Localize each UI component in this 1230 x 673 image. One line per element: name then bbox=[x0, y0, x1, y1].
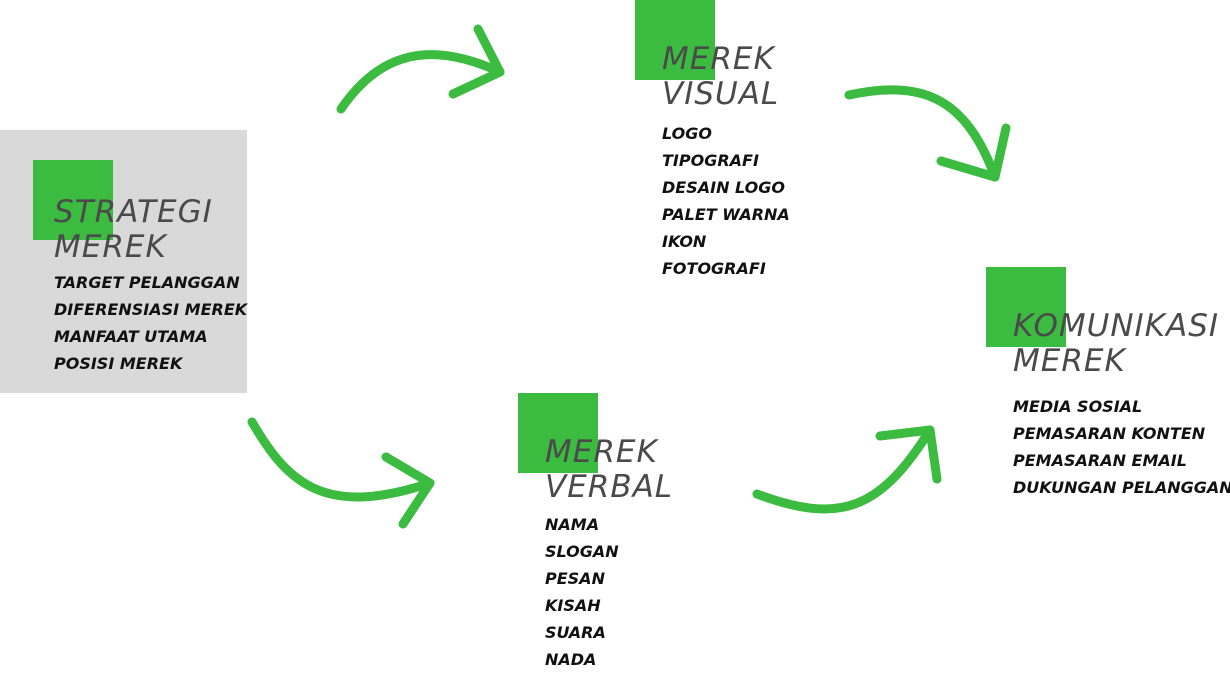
merek-visual-title-line2: VISUAL bbox=[662, 76, 780, 112]
komunikasi-merek-accent-square bbox=[986, 267, 1066, 347]
komunikasi-merek-title: KOMUNIKASI MEREK bbox=[1013, 309, 1230, 379]
merek-verbal-list: NAMA SLOGAN PESAN KISAH SUARA NADA bbox=[545, 511, 673, 673]
komunikasi-merek-list: MEDIA SOSIAL PEMASARAN KONTEN PEMASARAN … bbox=[1013, 393, 1230, 501]
list-item: FOTOGRAFI bbox=[662, 259, 766, 278]
komunikasi-merek-title-line1: KOMUNIKASI bbox=[1013, 308, 1220, 344]
list-item: PEMASARAN EMAIL bbox=[1013, 451, 1187, 470]
merek-visual-title-line1: MEREK bbox=[662, 41, 775, 77]
arrow-strategi-to-verbal-icon bbox=[247, 417, 435, 529]
list-item: DIFERENSIASI MEREK bbox=[54, 300, 248, 319]
list-item: DESAIN LOGO bbox=[662, 178, 785, 197]
list-item: PALET WARNA bbox=[662, 205, 790, 224]
list-item: IKON bbox=[662, 232, 707, 251]
arrow-verbal-to-komunikasi-icon bbox=[752, 425, 942, 514]
list-item: PESAN bbox=[545, 569, 605, 588]
list-item: DUKUNGAN PELANGGAN bbox=[1013, 478, 1230, 497]
strategi-merek-title-line1: STRATEGI bbox=[54, 194, 213, 230]
merek-verbal-title-line2: VERBAL bbox=[545, 469, 674, 505]
strategi-merek-accent-square bbox=[33, 160, 113, 240]
merek-verbal-title: MEREK VERBAL bbox=[545, 435, 673, 505]
merek-visual-title: MEREK VISUAL bbox=[662, 42, 790, 112]
strategi-merek-title: STRATEGI MEREK bbox=[54, 195, 247, 265]
strategi-merek-list: TARGET PELANGGAN DIFERENSIASI MEREK MANF… bbox=[54, 269, 247, 377]
komunikasi-merek-node: KOMUNIKASI MEREK MEDIA SOSIAL PEMASARAN … bbox=[1013, 309, 1230, 501]
list-item: TIPOGRAFI bbox=[662, 151, 759, 170]
list-item: MEDIA SOSIAL bbox=[1013, 397, 1143, 416]
merek-verbal-node: MEREK VERBAL NAMA SLOGAN PESAN KISAH SUA… bbox=[545, 435, 673, 673]
list-item: TARGET PELANGGAN bbox=[54, 273, 240, 292]
list-item: LOGO bbox=[662, 124, 712, 143]
list-item: PEMASARAN KONTEN bbox=[1013, 424, 1206, 443]
komunikasi-merek-title-line2: MEREK bbox=[1013, 343, 1126, 379]
arrow-strategi-to-visual-icon bbox=[336, 24, 505, 114]
merek-visual-accent-square bbox=[635, 0, 715, 80]
merek-verbal-accent-square bbox=[518, 393, 598, 473]
arrow-visual-to-komunikasi-icon bbox=[844, 85, 1011, 182]
list-item: NADA bbox=[545, 650, 597, 669]
merek-visual-list: LOGO TIPOGRAFI DESAIN LOGO PALET WARNA I… bbox=[662, 120, 790, 282]
list-item: KISAH bbox=[545, 596, 601, 615]
strategi-merek-node: STRATEGI MEREK TARGET PELANGGAN DIFERENS… bbox=[54, 195, 247, 377]
list-item: POSISI MEREK bbox=[54, 354, 183, 373]
list-item: SLOGAN bbox=[545, 542, 619, 561]
list-item: MANFAAT UTAMA bbox=[54, 327, 208, 346]
merek-visual-node: MEREK VISUAL LOGO TIPOGRAFI DESAIN LOGO … bbox=[662, 42, 790, 282]
strategi-merek-title-line2: MEREK bbox=[54, 229, 167, 265]
list-item: SUARA bbox=[545, 623, 606, 642]
list-item: NAMA bbox=[545, 515, 600, 534]
merek-verbal-title-line1: MEREK bbox=[545, 434, 658, 470]
